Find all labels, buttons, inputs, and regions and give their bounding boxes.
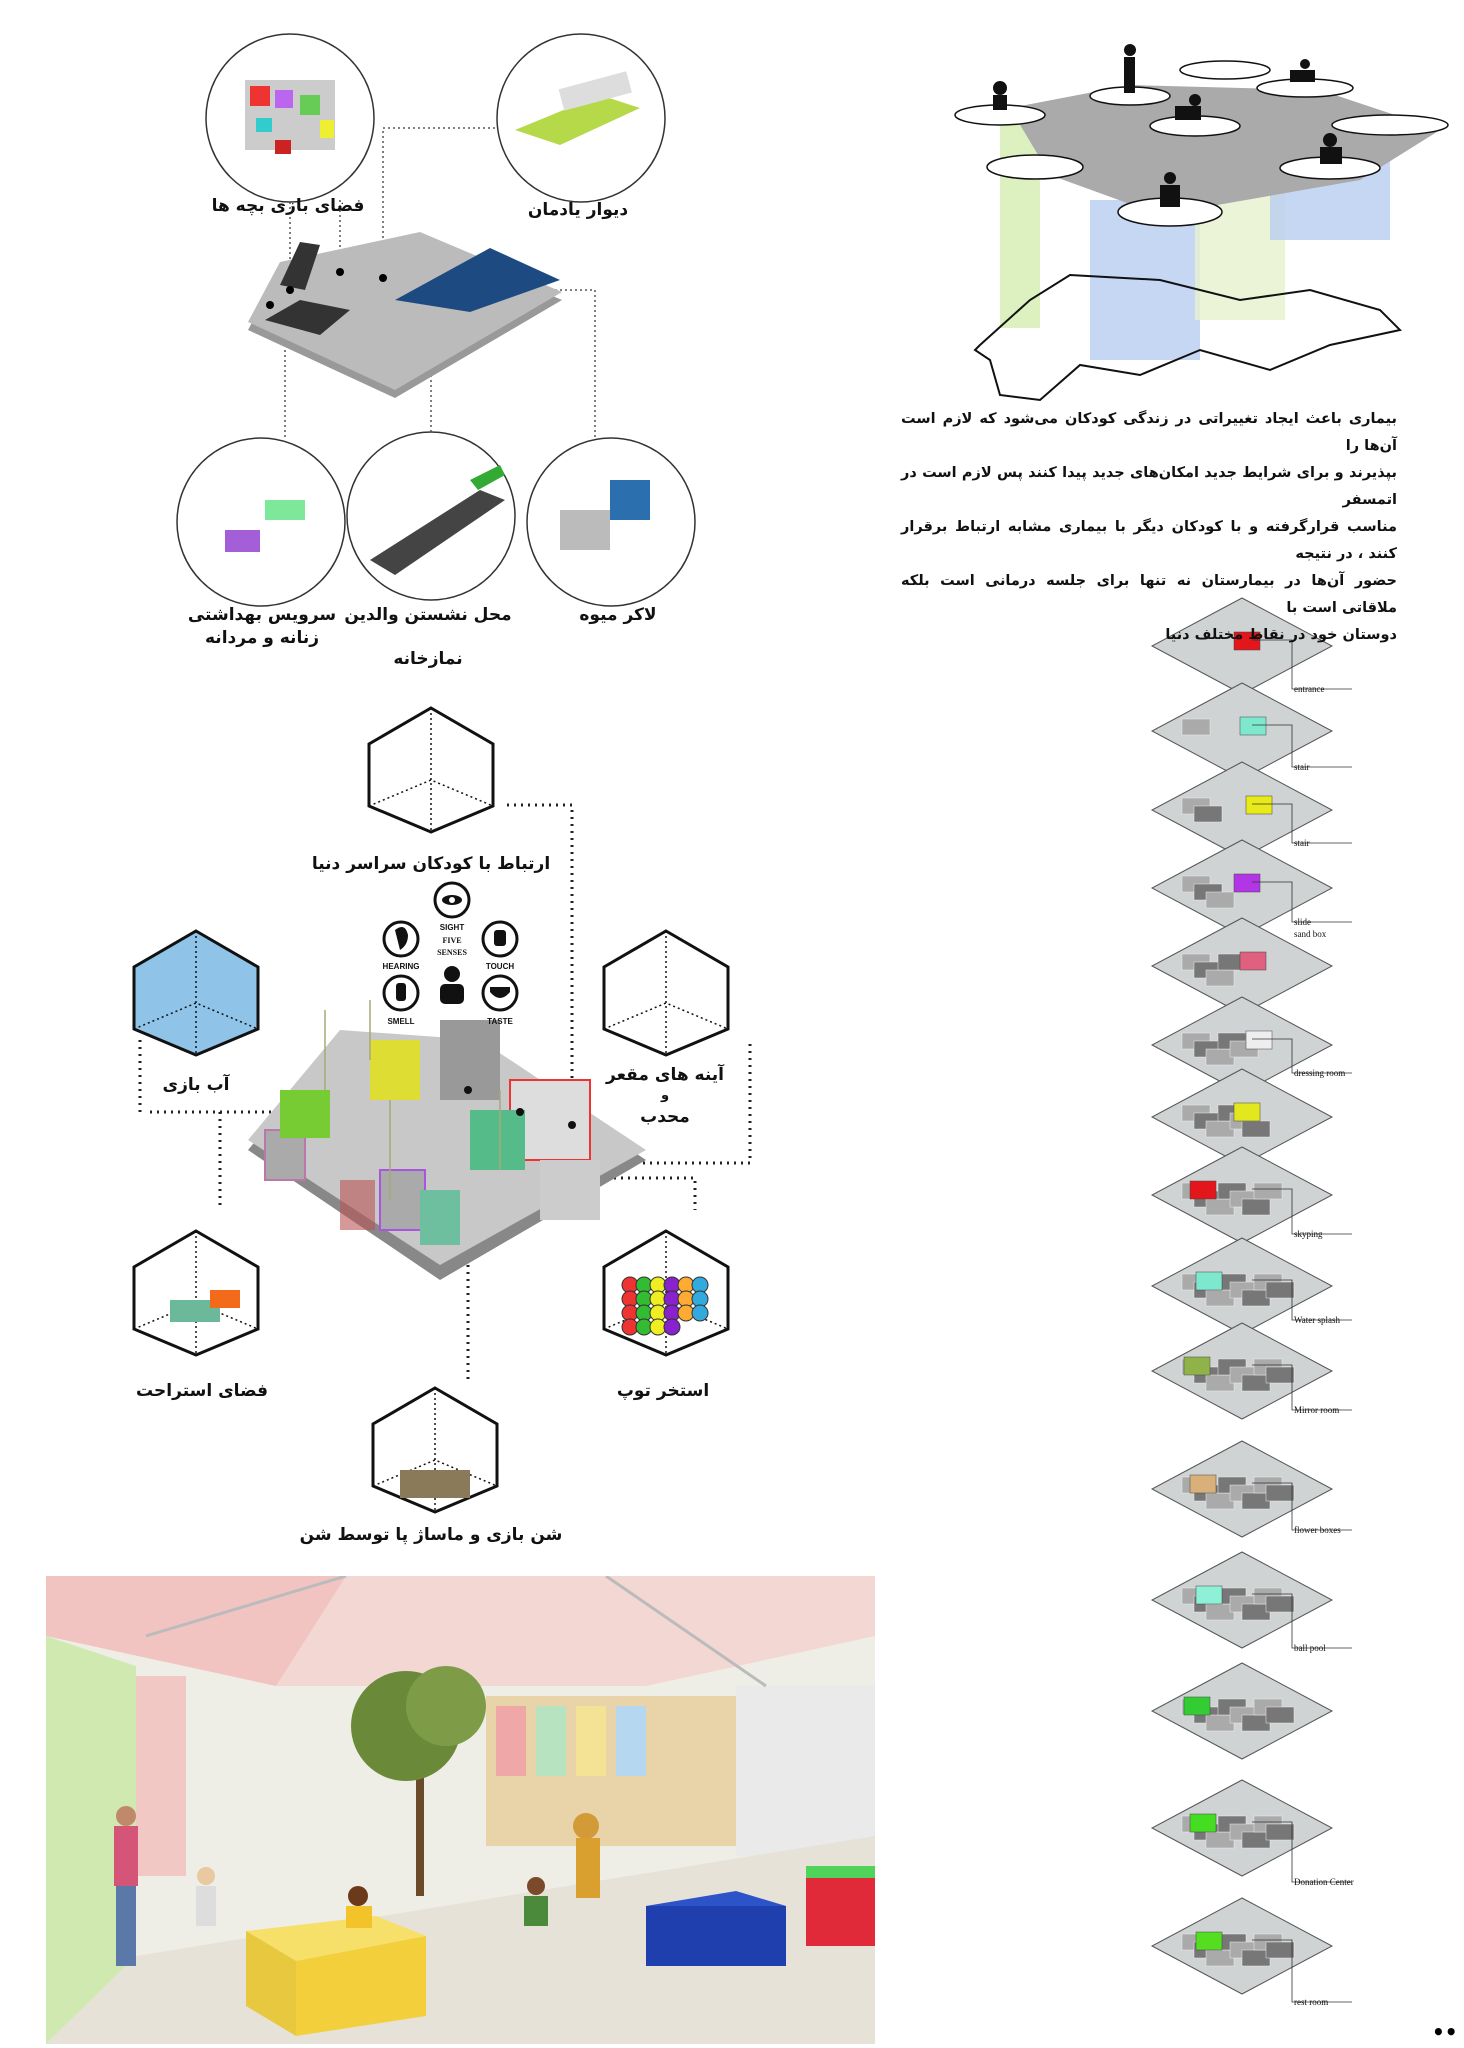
label-sanitary-1: سرویس بهداشتی (187, 605, 337, 625)
layer-label: stair (1294, 838, 1310, 848)
ball (691, 1304, 709, 1322)
layer-label: slide (1294, 917, 1311, 927)
highlight-block (1183, 1696, 1211, 1716)
memorial-wall-model (515, 95, 640, 145)
highlight-block (1195, 1585, 1223, 1605)
floor-layer (1150, 917, 1334, 1015)
paragraph-line: حضور آن‌ها در بیمارستان نه تنها برای جلس… (901, 573, 1397, 616)
highlight-block (1189, 1180, 1217, 1200)
highlight-block (1233, 631, 1261, 651)
label-parents-seating: محل نشستن والدین (344, 605, 512, 625)
layer-label: flower boxes (1294, 1525, 1341, 1535)
label-water-play: آب بازی (162, 1075, 230, 1095)
layer-label: Mirror room (1294, 1405, 1339, 1415)
highlight-block (1189, 1813, 1217, 1833)
floor-layer: dressing room (1150, 996, 1352, 1094)
hand-icon (481, 920, 519, 958)
highlight-block (1233, 873, 1261, 893)
layer-label: stair (1294, 762, 1310, 772)
floor-layer: stair (1150, 682, 1352, 780)
activity-cubes (132, 706, 730, 1514)
site-plan (248, 232, 562, 398)
highlight-block (1195, 1931, 1223, 1951)
label-mirrors-1: آینه های مقعر (606, 1065, 724, 1085)
children-play-model (245, 80, 335, 154)
label-fruit-locker: لاکر میوه (579, 605, 657, 625)
rest-space-cube (132, 1229, 260, 1357)
water-play-cube (132, 929, 260, 1057)
label-memorial-wall: دیوار یادمان (527, 200, 629, 220)
eye-icon (433, 881, 471, 919)
baby-icon (444, 966, 460, 982)
activity-diagram (138, 803, 752, 1380)
parents-model (370, 490, 505, 575)
floor-layer (1150, 1662, 1334, 1760)
mirrors-cube (602, 929, 730, 1057)
floor-layer: stair (1150, 761, 1352, 859)
floor-layer: Donation Center (1150, 1779, 1354, 1887)
floor-layer: rest room (1150, 1897, 1352, 2007)
highlight-block (1183, 1356, 1211, 1376)
floor-layer (1150, 1068, 1334, 1166)
highlight-block (1233, 1102, 1261, 1122)
nose-icon (382, 974, 420, 1012)
label-ball-pool: استخر توپ (616, 1381, 710, 1401)
fruit-locker-model (560, 510, 610, 550)
highlight-block (1239, 716, 1267, 736)
world-children-cube (367, 706, 495, 834)
layer-label: Donation Center (1294, 1877, 1354, 1887)
label-world-children: ارتباط با کودکان سراسر دنیا (311, 854, 551, 874)
sand (400, 1470, 470, 1498)
layer-label: entrance (1294, 684, 1324, 694)
label-mirrors-2: و (660, 1088, 670, 1103)
label-children-play: فضای بازی بچه ها (211, 196, 365, 216)
highlight-block (1195, 1271, 1223, 1291)
highlight-block (1245, 795, 1273, 815)
label-prayer-room: نمازخانه (393, 649, 463, 669)
fruit-locker-bubble (526, 437, 696, 607)
interior-render (46, 1576, 875, 2044)
floor-layer: Water splash (1150, 1237, 1352, 1335)
layer-label: sand box (1294, 929, 1327, 939)
tongue-icon (481, 974, 519, 1012)
paragraph-line: دوستان خود در نقاط مختلف دنیا (1165, 627, 1397, 643)
paragraph-line: بیماری باعث ایجاد تغییراتی در زندگی کودک… (901, 411, 1397, 454)
highlight-block (1239, 951, 1267, 971)
ball (663, 1318, 681, 1336)
floor-layer: ball pool (1150, 1551, 1352, 1653)
floor-layer: flower boxes (1150, 1440, 1352, 1538)
platform-diagram (954, 44, 1449, 402)
paragraph-line: بپذیرند و برای شرایط جدید امکان‌های جدید… (901, 465, 1397, 508)
page-marker: •• (1432, 2020, 1458, 2044)
layer-label: skyping (1294, 1229, 1323, 1239)
paragraph-line: مناسب قرارگرفته و با کودکان دیگر با بیما… (901, 519, 1397, 562)
description-paragraph: بیماری باعث ایجاد تغییراتی در زندگی کودک… (901, 406, 1397, 649)
sanitary-bubble (176, 437, 346, 607)
rest-mat (170, 1300, 220, 1322)
label-mirrors-3: محدب (640, 1107, 690, 1127)
layer-label: Water splash (1294, 1315, 1341, 1325)
floor-layer: entrance (1150, 597, 1352, 695)
highlight-block (1189, 1474, 1217, 1494)
ear-icon (382, 920, 420, 958)
render-scene (46, 1576, 875, 2044)
highlight-block (1245, 1030, 1273, 1050)
floor-layer: slide sand box (1150, 839, 1352, 939)
label-rest-space: فضای استراحت (136, 1381, 268, 1401)
floor-layer: Mirror room (1150, 1322, 1352, 1420)
five-senses-graphic (382, 881, 519, 1012)
label-sanitary-2: زنانه و مردانه (205, 628, 319, 648)
floor-layer: skyping (1150, 1146, 1352, 1244)
rest-cushion (210, 1290, 240, 1308)
sanitary-model (225, 530, 260, 552)
layer-label: dressing room (1294, 1068, 1345, 1078)
label-sand-play: شن بازی و ماساژ پا توسط شن (299, 1525, 563, 1545)
layer-label: ball pool (1294, 1643, 1326, 1653)
layer-label: rest room (1294, 1997, 1328, 2007)
